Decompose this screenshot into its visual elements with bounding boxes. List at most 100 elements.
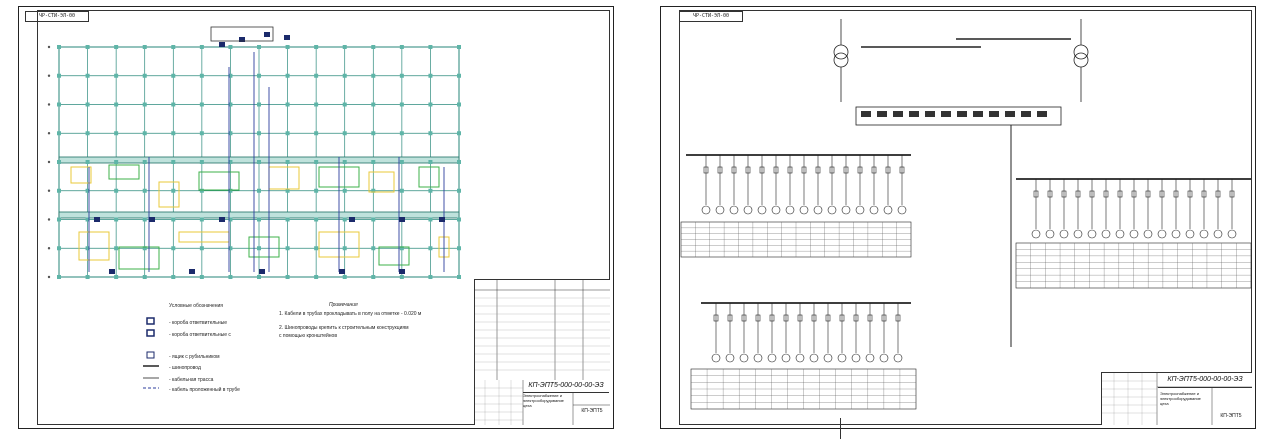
title-block-sheet: КП-ЭПТ5: [581, 408, 603, 414]
feeder-breaker: [801, 166, 807, 174]
column-marker: [257, 188, 261, 193]
motor-symbol: [1199, 229, 1209, 239]
column-marker: [342, 275, 347, 279]
junction-box: [239, 37, 245, 42]
motor-symbol: [1087, 229, 1097, 239]
column-marker: [371, 102, 376, 107]
column-marker: [142, 217, 147, 222]
single-line-diagram: [680, 19, 1252, 410]
column-marker: [228, 160, 233, 164]
column-marker: [342, 188, 347, 193]
column-marker: [171, 160, 176, 164]
motor-symbol: [813, 205, 823, 215]
motor-symbol: [767, 353, 777, 363]
equipment-outline: [70, 166, 92, 184]
motor-symbol: [781, 353, 791, 363]
motor-symbol: [827, 205, 837, 215]
column-marker: [171, 102, 176, 107]
feeder-breaker: [1061, 190, 1067, 198]
motor-symbol: [823, 353, 833, 363]
column-marker: [371, 188, 376, 193]
motor-symbol: [771, 205, 781, 215]
equipment-outline: [418, 166, 440, 188]
legend-symbol-box: [146, 329, 155, 337]
column-marker: [342, 102, 347, 107]
column-marker: [342, 45, 347, 49]
feeder-breaker: [1215, 190, 1221, 198]
axis-marker: [47, 218, 51, 221]
column-marker: [114, 45, 119, 49]
column-marker: [114, 73, 119, 78]
schematic-sheet: ЧР-СТИ-ЭЛ-00 КП-ЭПТ5-000-00-00-ЭЗ Электр…: [660, 6, 1256, 429]
column-marker: [57, 246, 61, 251]
title-block-title: Электроснабжение и электрооборудование ц…: [523, 393, 564, 408]
feeder-breaker: [871, 166, 877, 174]
column-marker: [371, 275, 376, 279]
column-marker: [142, 73, 147, 78]
axis-marker: [47, 160, 51, 164]
switchgear-cell: [1037, 111, 1047, 117]
substation-outline: [210, 26, 274, 42]
column-marker: [228, 246, 233, 251]
column-marker: [285, 73, 290, 78]
column-marker: [257, 73, 261, 78]
column-marker: [457, 160, 461, 164]
switchgear-panel: [855, 106, 1062, 126]
column-marker: [342, 217, 347, 222]
legend-item: - кабель проложенный в трубе: [169, 387, 240, 393]
column-marker: [114, 102, 119, 107]
column-marker: [457, 73, 461, 78]
column-marker: [371, 246, 376, 251]
column-marker: [199, 102, 204, 107]
junction-box: [259, 269, 265, 274]
motor-symbol: [1115, 229, 1125, 239]
motor-symbol: [851, 353, 861, 363]
equipment-outline: [268, 166, 300, 190]
column-marker: [342, 73, 347, 78]
column-marker: [314, 188, 319, 193]
motor-symbol: [1129, 229, 1139, 239]
feeder-breaker: [741, 314, 747, 322]
column-marker: [285, 102, 290, 107]
column-marker: [428, 217, 433, 222]
motor-symbol: [701, 205, 711, 215]
column-marker: [314, 275, 319, 279]
switchgear-cell: [925, 111, 935, 117]
column-marker: [228, 131, 233, 136]
feeder-breaker: [731, 166, 737, 174]
junction-box: [109, 269, 115, 274]
motor-symbol: [879, 353, 889, 363]
legend-item: - короба ответвительные: [169, 320, 227, 326]
transformer-winding: [833, 44, 849, 60]
column-marker: [428, 45, 433, 49]
legend-item: - кабельная трасса: [169, 377, 214, 383]
motor-symbol: [1213, 229, 1223, 239]
column-marker: [85, 102, 90, 107]
equipment-outline: [158, 181, 180, 208]
column-marker: [142, 160, 147, 164]
column-marker: [171, 217, 176, 222]
motor-symbol: [757, 205, 767, 215]
junction-box: [149, 217, 155, 222]
title-block: КП-ЭПТ5-000-00-00-ЭЗ Электроснабжение и …: [474, 279, 610, 425]
feeder-breaker: [1089, 190, 1095, 198]
column-marker: [228, 73, 233, 78]
switchgear-cell: [909, 111, 919, 117]
column-marker: [399, 73, 404, 78]
column-marker: [85, 160, 90, 164]
column-marker: [314, 131, 319, 136]
column-marker: [85, 217, 90, 222]
transformer-winding: [833, 52, 849, 68]
feeder-breaker: [759, 166, 765, 174]
switchgear-cell: [957, 111, 967, 117]
equipment-outline: [118, 246, 160, 270]
motor-symbol: [729, 205, 739, 215]
feeder-breaker: [1145, 190, 1151, 198]
column-marker: [428, 160, 433, 164]
column-marker: [199, 217, 204, 222]
column-marker: [457, 102, 461, 107]
column-marker: [371, 73, 376, 78]
floor-plan-sheet: ЧР-СТИ-ЭЛ-00 Условные обозначения - коро…: [18, 6, 614, 429]
column-marker: [257, 45, 261, 49]
column-marker: [399, 160, 404, 164]
